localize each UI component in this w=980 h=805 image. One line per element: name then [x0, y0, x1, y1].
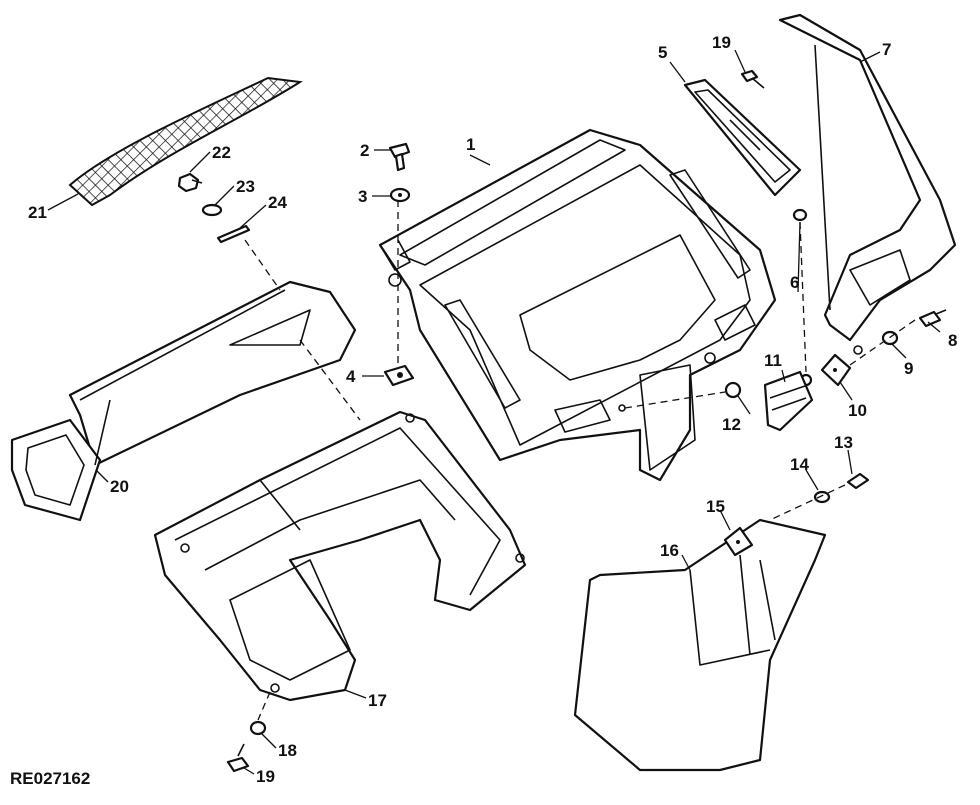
- callout-16: 16: [660, 541, 679, 560]
- dashed-guide-6: [799, 221, 807, 373]
- dashed-guide-13-16: [769, 484, 846, 521]
- part-14-washer: [813, 490, 831, 504]
- callout-14: 14: [790, 455, 809, 474]
- callout-4: 4: [346, 367, 356, 386]
- callout-23: 23: [236, 177, 255, 196]
- dashed-guide-24-20: [244, 239, 281, 291]
- leader-lines: [47, 49, 941, 775]
- callout-5: 5: [658, 43, 667, 62]
- callout-19-top: 19: [712, 33, 731, 52]
- part-5-vent: [683, 78, 802, 197]
- part-12-plug: [724, 381, 742, 399]
- part-8-bolt: [918, 309, 947, 328]
- callout-18: 18: [278, 741, 297, 760]
- part-7-side-bracket: [778, 13, 957, 355]
- callout-12: 12: [722, 415, 741, 434]
- callout-21: 21: [28, 203, 47, 222]
- callout-2: 2: [360, 141, 369, 160]
- part-23-washer: [201, 203, 223, 217]
- callout-11: 11: [764, 351, 782, 370]
- dashed-guide-17-18: [257, 691, 271, 721]
- part-11-lens: [763, 370, 814, 432]
- part-3-washer: [389, 187, 411, 203]
- callout-6: 6: [790, 273, 799, 292]
- part-17-lower-shroud: [153, 410, 527, 702]
- part-13-screw: [846, 472, 870, 490]
- part-19-screw-top: [740, 69, 765, 89]
- callout-1: 1: [466, 135, 475, 154]
- callout-20: 20: [110, 477, 129, 496]
- part-1-dash-panel: [378, 128, 777, 482]
- part-20-air-duct: [10, 280, 357, 522]
- part-2-bolt: [388, 142, 411, 172]
- callout-13: 13: [834, 433, 853, 452]
- reference-code: RE027162: [10, 769, 90, 788]
- dashed-guide-12: [624, 391, 726, 409]
- callout-7: 7: [882, 40, 891, 59]
- callout-17: 17: [368, 691, 387, 710]
- part-21-mesh-screen: [68, 76, 303, 207]
- callout-19-bottom: 19: [256, 767, 275, 786]
- part-18-washer: [249, 720, 267, 736]
- part-19-screw-bottom: [226, 743, 250, 773]
- part-10-clip: [820, 353, 852, 387]
- callout-10: 10: [848, 401, 867, 420]
- part-22-screw: [177, 172, 203, 193]
- part-4-nut: [383, 364, 415, 387]
- callout-9: 9: [904, 359, 913, 378]
- callout-labels: 1 2 3 4 5 6 7 8 9 10 11 12 13 14 15 16 1…: [28, 33, 957, 786]
- callout-22: 22: [212, 143, 231, 162]
- dashed-guide-9-10: [849, 319, 916, 366]
- part-16-side-panel: [573, 518, 827, 772]
- callout-15: 15: [706, 497, 725, 516]
- callout-24: 24: [268, 193, 287, 212]
- part-24-pin: [216, 224, 251, 244]
- callout-8: 8: [948, 331, 957, 350]
- dashed-guide-20-17: [299, 339, 361, 421]
- part-15-clip: [723, 526, 754, 557]
- callout-3: 3: [358, 187, 367, 206]
